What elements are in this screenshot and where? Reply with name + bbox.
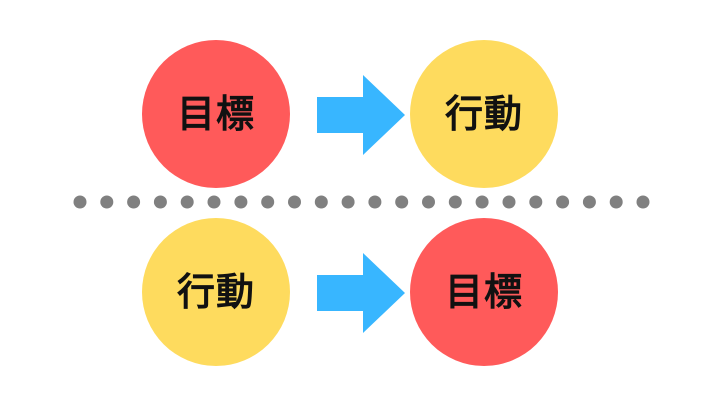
divider-dot (502, 195, 516, 209)
action-label-top: 行動 (444, 92, 523, 136)
divider-dot (609, 195, 623, 209)
right-arrow-icon (317, 253, 405, 333)
divider-dot (529, 195, 543, 209)
divider-dot (395, 195, 409, 209)
divider-dot (153, 195, 167, 209)
divider-dot (261, 195, 275, 209)
divider-dot (422, 195, 435, 209)
divider-dot (475, 195, 489, 209)
divider-dot (100, 195, 114, 209)
action-circle-bottom: 行動 (142, 218, 290, 366)
divider-dot (341, 195, 355, 209)
action-label-bottom: 行動 (176, 270, 255, 314)
divider-dot (207, 195, 221, 209)
divider-dot (556, 195, 570, 209)
divider-dot (636, 195, 650, 209)
divider-dot (73, 195, 87, 209)
divider-dot (234, 195, 248, 209)
right-arrow-icon (317, 75, 405, 155)
action-circle-top: 行動 (410, 40, 558, 188)
divider-dot (127, 195, 141, 209)
divider-dot (368, 195, 382, 209)
divider-dot (314, 195, 328, 209)
goal-label-bottom: 目標 (444, 270, 523, 314)
divider-dot (288, 195, 301, 209)
goal-circle-bottom: 目標 (410, 218, 558, 366)
divider-dot (582, 195, 596, 209)
divider-dot (180, 195, 194, 209)
goal-label-top: 目標 (176, 92, 255, 136)
goal-circle-top: 目標 (142, 40, 290, 188)
divider-dot (448, 195, 462, 209)
dotted-divider (73, 195, 650, 209)
